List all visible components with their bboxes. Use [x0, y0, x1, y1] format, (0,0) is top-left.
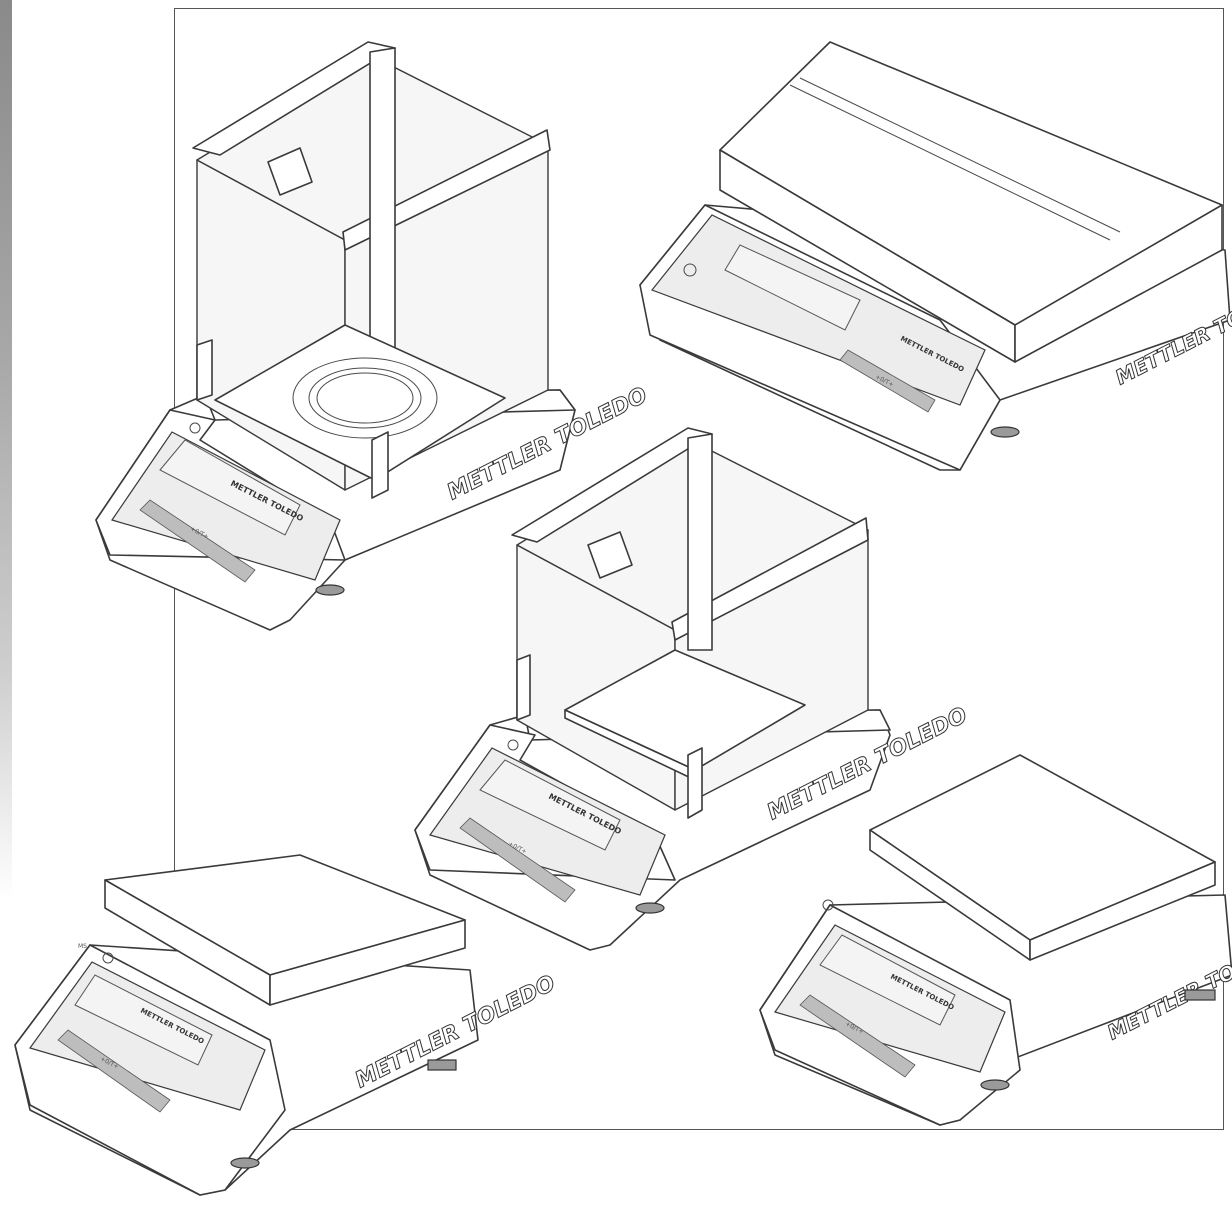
model-label-4: MS: [78, 943, 87, 950]
left-edge-bar: [0, 0, 12, 900]
balance-analytical-square-pan: METTLER TOLEDO +0/T+ METTLER TOLEDO: [414, 427, 972, 951]
balance-precision-small-pan-right: METTLER TOLEDO +0/T+ METTLER TOLEDO: [759, 754, 1232, 1126]
balance-analytical-round-pan: METTLER TOLEDO +0/T+ METTLER TOLEDO: [95, 41, 652, 631]
balance-precision-large-pan: METTLER TOLEDO +0/T+ METTLER TOLEDO: [639, 41, 1232, 471]
balance-precision-small-pan-left: METTLER TOLEDO +0/T+ MS METTLER TOLEDO: [14, 854, 560, 1196]
